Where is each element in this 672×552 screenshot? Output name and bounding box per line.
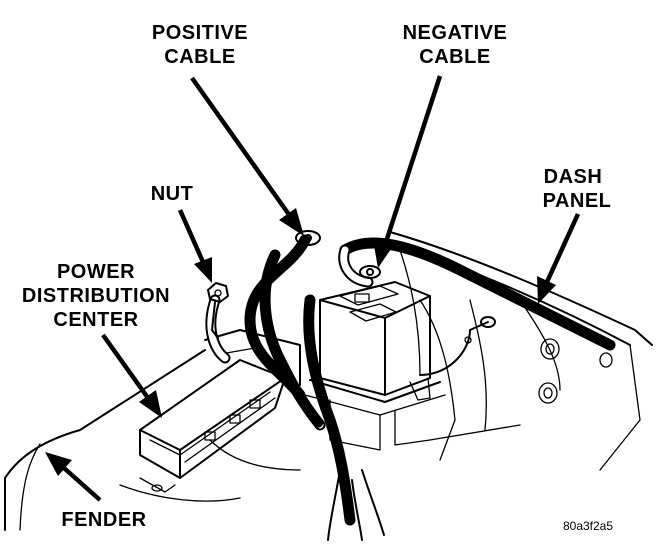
- pdc-label-line3: CENTER: [53, 309, 138, 331]
- labels: POSITIVE CABLE NEGATIVE CABLE NUT DASH P…: [22, 22, 613, 533]
- positive-cable-arrow: [190, 76, 304, 236]
- cable-harness: [205, 234, 616, 541]
- negative-cable-arrow: [373, 75, 443, 268]
- terminals: [295, 230, 496, 344]
- dash-panel-arrow: [537, 213, 581, 304]
- pdc-label: POWER: [57, 261, 135, 283]
- positive-cable-label-line2: CABLE: [164, 46, 235, 68]
- nut-label: NUT: [151, 183, 194, 205]
- dash-panel-label-line2: PANEL: [543, 190, 612, 212]
- fender-arrow: [45, 452, 102, 502]
- fender-label: FENDER: [61, 509, 146, 531]
- dash-panel-label: DASH: [544, 166, 603, 188]
- nut-arrow: [177, 209, 212, 283]
- figure-code: 80a3f2a5: [563, 519, 613, 533]
- nut: [207, 282, 229, 339]
- pdc-label-line2: DISTRIBUTION: [22, 285, 170, 307]
- negative-cable-label-line2: CABLE: [419, 46, 490, 68]
- positive-cable-label: POSITIVE: [152, 22, 248, 44]
- negative-cable-label: NEGATIVE: [403, 22, 508, 44]
- pdc-arrow: [101, 333, 162, 418]
